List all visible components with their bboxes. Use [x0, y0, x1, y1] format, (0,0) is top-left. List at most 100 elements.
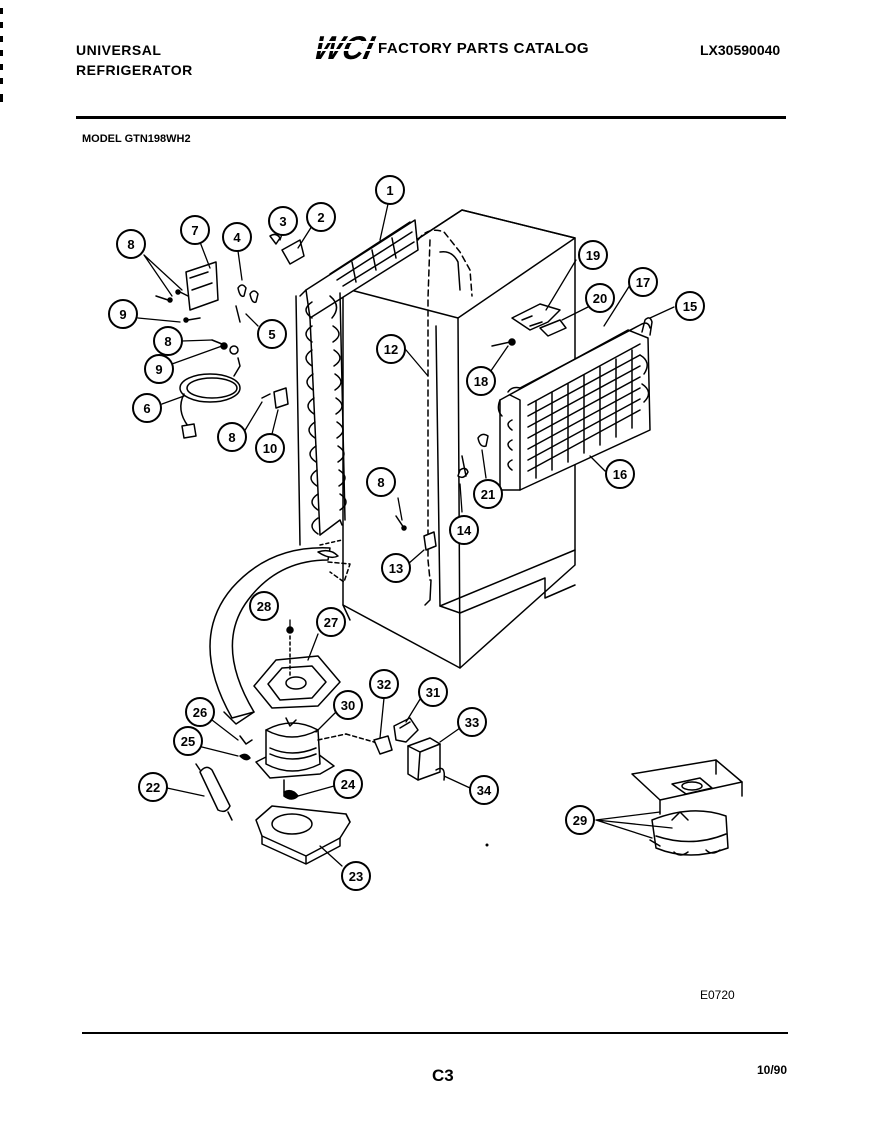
callout-32-label: 32 [377, 677, 391, 692]
callout-9b-label: 9 [155, 362, 162, 377]
callout-27-label: 27 [324, 615, 338, 630]
margin-mark [0, 64, 3, 70]
callout-1: 1 [375, 175, 405, 205]
callout-8c-label: 8 [228, 430, 235, 445]
leader-lines [137, 203, 675, 867]
callout-4-label: 4 [233, 230, 241, 245]
callout-13: 13 [381, 553, 411, 583]
scan-speck [485, 843, 489, 847]
evaporator-bracket [511, 303, 567, 337]
callout-30-label: 30 [341, 698, 355, 713]
assembly-arrow [209, 539, 351, 725]
compressor [255, 717, 381, 793]
callout-25: 25 [173, 726, 203, 756]
callout-21-label: 21 [481, 487, 495, 502]
callout-34-label: 34 [477, 783, 492, 798]
callout-10-label: 10 [263, 441, 277, 456]
relay-start-device [373, 717, 446, 781]
callout-31: 31 [418, 677, 448, 707]
callout-8b: 8 [153, 326, 183, 356]
callout-29: 29 [565, 805, 595, 835]
callout-23: 23 [341, 861, 371, 891]
page-number: C3 [432, 1066, 454, 1085]
compressor-mount [239, 735, 299, 800]
callout-9a-label: 9 [119, 307, 126, 322]
compressor-detail-29 [631, 759, 743, 856]
footer-divider [82, 1032, 788, 1034]
evaporator-assembly [497, 317, 653, 491]
callout-8b-label: 8 [164, 334, 171, 349]
margin-mark [0, 94, 3, 102]
overload-part [261, 387, 289, 409]
callout-17-label: 17 [636, 275, 650, 290]
callout-10: 10 [255, 433, 285, 463]
callout-34: 34 [469, 775, 499, 805]
callout-8a-label: 8 [127, 237, 134, 252]
callout-27: 27 [316, 607, 346, 637]
callout-2-label: 2 [317, 210, 324, 225]
callout-25-label: 25 [181, 734, 195, 749]
condenser-coil [295, 219, 419, 546]
refrigerator-cabinet [342, 209, 576, 669]
margin-mark [0, 22, 3, 28]
callout-33-label: 33 [465, 715, 479, 730]
callout-6-label: 6 [143, 401, 150, 416]
margin-mark [0, 78, 3, 84]
callout-8d: 8 [366, 467, 396, 497]
callout-20: 20 [585, 283, 615, 313]
drain-pan [253, 626, 341, 709]
callout-22-label: 22 [146, 780, 160, 795]
brand-name-line1: UNIVERSAL [76, 42, 162, 58]
callout-23-label: 23 [349, 869, 363, 884]
callout-12: 12 [376, 334, 406, 364]
callout-31-label: 31 [426, 685, 440, 700]
callout-32: 32 [369, 669, 399, 699]
callout-28: 28 [249, 591, 279, 621]
callout-3: 3 [268, 206, 298, 236]
callout-8a: 8 [116, 229, 146, 259]
catalog-number: LX30590040 [700, 42, 781, 58]
header-divider [76, 116, 786, 119]
callout-17: 17 [628, 267, 658, 297]
callout-24-label: 24 [341, 777, 356, 792]
callout-30: 30 [333, 690, 363, 720]
callout-33: 33 [457, 707, 487, 737]
compressor-base [255, 805, 351, 865]
callout-5-label: 5 [268, 327, 275, 342]
callout-22: 22 [138, 772, 168, 802]
filter-drier [195, 763, 233, 821]
margin-mark [0, 8, 3, 14]
brand-name-line2: REFRIGERATOR [76, 62, 193, 78]
callout-9b: 9 [144, 354, 174, 384]
callout-29-label: 29 [573, 813, 587, 828]
callout-24: 24 [333, 769, 363, 799]
callout-19-label: 19 [586, 248, 600, 263]
callout-1-label: 1 [386, 183, 393, 198]
control-bracket [155, 261, 219, 311]
callout-28-label: 28 [257, 599, 271, 614]
callout-labels: 1 2 3 4 7 8 9 5 8 9 6 8 10 12 19 20 17 1… [108, 175, 705, 891]
drain-parts [395, 515, 437, 551]
callout-5: 5 [257, 319, 287, 349]
callout-7: 7 [180, 215, 210, 245]
callout-14: 14 [449, 515, 479, 545]
callout-19: 19 [578, 240, 608, 270]
callout-8c: 8 [217, 422, 247, 452]
date-code: 10/90 [757, 1063, 788, 1077]
callout-26-label: 26 [193, 705, 207, 720]
callout-12-label: 12 [384, 342, 398, 357]
callout-20-label: 20 [593, 291, 607, 306]
margin-mark [0, 50, 3, 56]
logo-text: WCI [310, 30, 378, 66]
callout-3-label: 3 [279, 214, 286, 229]
callout-18-label: 18 [474, 374, 488, 389]
callout-14-label: 14 [457, 523, 472, 538]
callout-8d-label: 8 [377, 475, 384, 490]
callout-2: 2 [306, 202, 336, 232]
callout-4: 4 [222, 222, 252, 252]
callout-13-label: 13 [389, 561, 403, 576]
thermostat-parts [457, 433, 489, 479]
margin-mark [0, 36, 3, 42]
callout-15-label: 15 [683, 299, 697, 314]
